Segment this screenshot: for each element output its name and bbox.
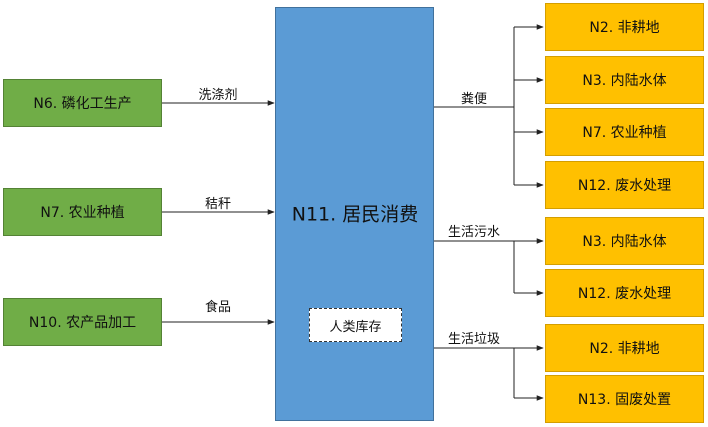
node-label: N7. 农业种植 <box>40 205 125 221</box>
flow-label-food: 食品 <box>204 300 232 315</box>
output-node-solid-waste-disposal: N13. 固废处置 <box>545 375 704 423</box>
node-label: N10. 农产品加工 <box>28 315 137 331</box>
output-node-nonarable-land: N2. 非耕地 <box>545 3 704 51</box>
flow-label-feces: 粪便 <box>460 92 488 107</box>
center-node-resident-consumption <box>275 7 434 421</box>
flow-label-garbage: 生活垃圾 <box>447 332 501 347</box>
input-node-agriculture: N7. 农业种植 <box>3 188 162 236</box>
node-label: N13. 固废处置 <box>577 392 672 408</box>
node-label: N12. 废水处理 <box>577 286 672 302</box>
human-stock-box: 人类库存 <box>309 308 402 342</box>
output-connector-sewage <box>434 238 544 296</box>
node-label: N3. 内陆水体 <box>582 73 667 89</box>
input-node-phosphorus-chemical: N6. 磷化工生产 <box>3 79 162 127</box>
node-label: N7. 农业种植 <box>582 125 667 141</box>
node-label: N12. 废水处理 <box>577 178 672 194</box>
flow-label-straw: 秸秆 <box>204 197 232 212</box>
flow-label-sewage: 生活污水 <box>447 225 501 240</box>
input-node-food-processing: N10. 农产品加工 <box>3 298 162 346</box>
output-node-nonarable-land-2: N2. 非耕地 <box>545 324 704 372</box>
center-node-title: N11. 居民消费 <box>291 203 419 226</box>
output-node-inland-water-2: N3. 内陆水体 <box>545 217 704 265</box>
output-connector-garbage <box>434 345 544 401</box>
node-label: N2. 非耕地 <box>589 20 660 36</box>
node-label: N3. 内陆水体 <box>582 234 667 250</box>
output-node-wastewater-treatment-2: N12. 废水处理 <box>545 269 704 317</box>
flow-label-detergent: 洗涤剂 <box>198 88 238 103</box>
output-connector-feces <box>434 24 544 188</box>
node-label: N6. 磷化工生产 <box>33 96 132 112</box>
output-node-agriculture: N7. 农业种植 <box>545 108 704 156</box>
node-label: N2. 非耕地 <box>589 341 660 357</box>
output-node-wastewater-treatment: N12. 废水处理 <box>545 161 704 209</box>
human-stock-label: 人类库存 <box>329 319 382 335</box>
output-node-inland-water: N3. 内陆水体 <box>545 56 704 104</box>
